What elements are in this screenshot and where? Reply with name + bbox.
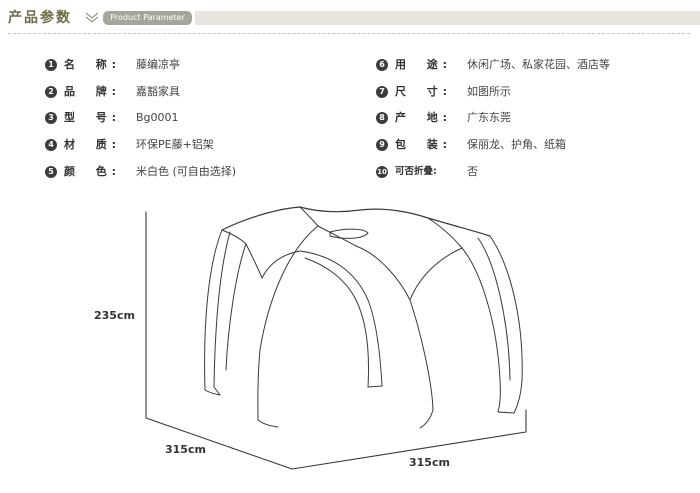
height-dimension-label: 235cm <box>94 309 135 322</box>
double-chevron-down-icon <box>85 12 99 23</box>
param-number-badge: 9 <box>376 139 388 151</box>
param-label: 用 途: <box>395 58 447 71</box>
param-value: 环保PE藤+铝架 <box>136 138 214 151</box>
param-number-badge: 10 <box>376 166 388 178</box>
param-label: 型 号: <box>64 111 116 124</box>
param-value: 米白色 (可自由选择) <box>136 165 237 178</box>
param-label: 包 装: <box>395 138 447 151</box>
param-value: 嘉豁家具 <box>136 85 180 98</box>
param-value: 休闲广场、私家花园、酒店等 <box>467 58 610 71</box>
section-subtitle-badge: Product Parameter <box>103 11 192 25</box>
param-label: 材 质: <box>64 138 116 151</box>
param-label: 名 称: <box>64 58 116 71</box>
param-number-badge: 4 <box>45 139 57 151</box>
param-label: 颜 色: <box>64 165 116 178</box>
header-divider <box>8 33 690 34</box>
param-value: 保丽龙、护角、纸箱 <box>467 138 566 151</box>
param-value: 否 <box>467 165 478 178</box>
param-value: Bg0001 <box>136 111 179 124</box>
param-number-badge: 3 <box>45 112 57 124</box>
param-number-badge: 1 <box>45 59 57 71</box>
param-label: 产 地: <box>395 111 447 124</box>
width-dimension-label: 315cm <box>409 456 450 469</box>
param-label: 可否折叠: <box>395 166 437 177</box>
param-number-badge: 2 <box>45 86 57 98</box>
section-title: 产品参数 <box>8 10 72 26</box>
param-value: 如图所示 <box>467 85 511 98</box>
param-value: 藤编凉亭 <box>136 58 180 71</box>
param-number-badge: 7 <box>376 86 388 98</box>
param-number-badge: 5 <box>45 166 57 178</box>
depth-dimension-label: 315cm <box>165 443 206 456</box>
section-header: 产品参数 Product Parameter <box>0 8 700 28</box>
param-number-badge: 8 <box>376 112 388 124</box>
param-value: 广东东莞 <box>467 111 511 124</box>
param-label: 品 牌: <box>64 85 116 98</box>
header-decorative-bar <box>195 11 700 25</box>
param-number-badge: 6 <box>376 59 388 71</box>
param-label: 尺 寸: <box>395 85 447 98</box>
